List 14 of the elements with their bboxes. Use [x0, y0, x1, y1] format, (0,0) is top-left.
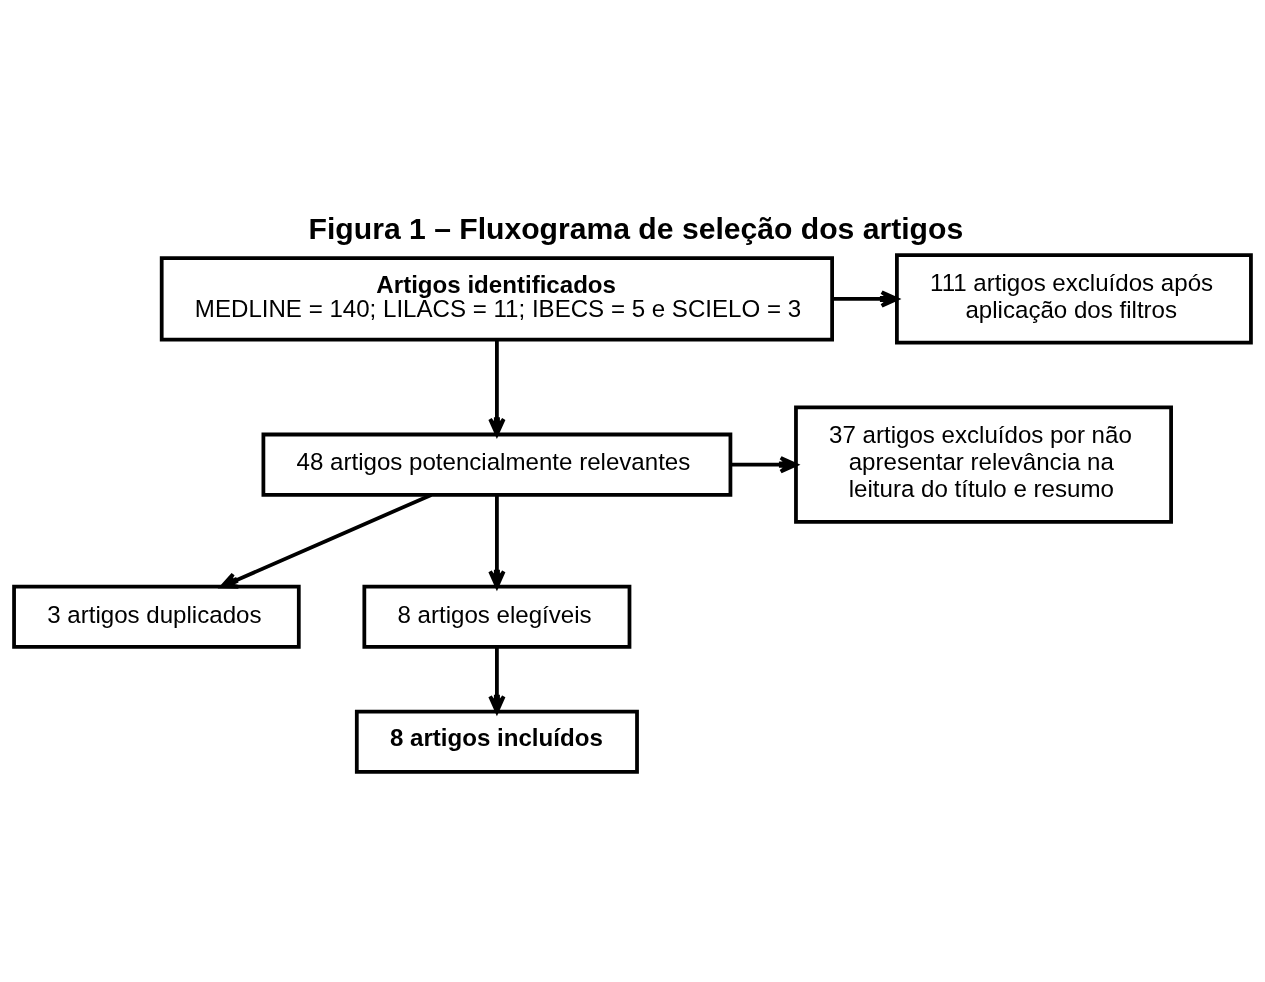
node-box: 8 artigos incluídos: [354, 709, 639, 774]
arrow: [220, 493, 432, 589]
arrow: [730, 455, 798, 474]
diagram-title: Figura 1 – Fluxograma de seleção dos artigos: [308, 211, 964, 245]
arrow: [488, 647, 506, 714]
node-box: 111 artigos excluídos após aplicação dos filtros: [895, 253, 1253, 345]
node-box: 37 artigos excluídos por não apresentar relevância na leitura do título e resumo: [794, 405, 1173, 524]
node-box: Artigos identificados MEDLINE = 140; LILACS = 11; IBECS = 5 e SCIELO = 3: [159, 256, 834, 342]
node-box: 48 artigos potencialmente relevantes: [261, 432, 733, 497]
arrow: [488, 494, 506, 589]
node-box: 8 artigos elegíveis: [362, 584, 632, 649]
arrow: [832, 290, 899, 308]
arrow: [488, 339, 506, 437]
node-box: 3 artigos duplicados: [12, 584, 301, 649]
